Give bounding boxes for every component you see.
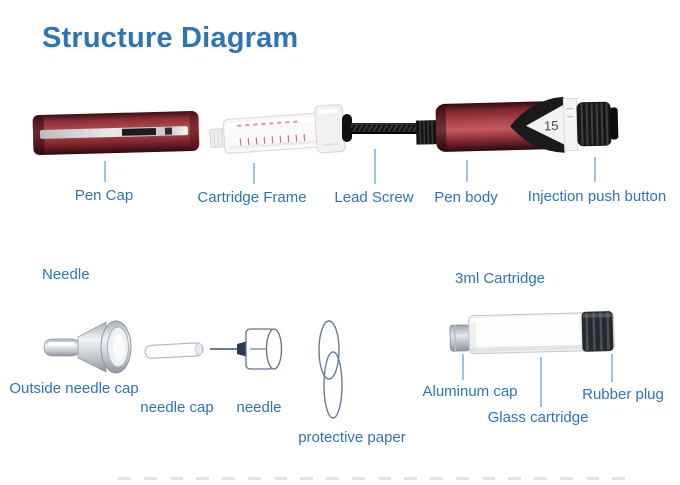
needle-label: needle — [236, 399, 282, 416]
needle-illustration — [210, 328, 283, 370]
leader-line — [374, 149, 376, 184]
cartridge-section-heading: 3ml Cartridge — [455, 270, 546, 287]
3ml-cartridge-illustration — [449, 311, 615, 355]
outside-needle-cap-illustration — [43, 320, 132, 374]
injection-push-button-label: Injection push button — [527, 188, 667, 205]
protective-paper-illustration — [318, 320, 343, 419]
leader-line — [466, 160, 468, 182]
needle-section-heading: Needle — [42, 266, 90, 283]
cartridge-frame-illustration — [209, 104, 346, 154]
needle-cap-illustration — [144, 342, 204, 359]
leader-line — [540, 357, 542, 407]
bottom-dashed-divider — [118, 477, 630, 480]
dose-window-value: 15 — [544, 118, 559, 133]
page-title: Structure Diagram — [42, 22, 299, 54]
aluminum-cap-label: Aluminum cap — [422, 383, 518, 400]
outside-needle-cap-label: Outside needle cap — [9, 380, 139, 397]
needle-cap-label: needle cap — [140, 399, 214, 416]
leader-line — [462, 354, 464, 380]
lead-screw-illustration — [342, 114, 431, 142]
leader-line — [611, 354, 613, 382]
rubber-plug-label: Rubber plug — [582, 386, 664, 403]
protective-paper-label: protective paper — [298, 429, 406, 446]
leader-line — [253, 163, 255, 184]
cartridge-frame-label: Cartridge Frame — [197, 189, 307, 206]
leader-line — [104, 161, 106, 182]
pen-body-illustration: 15 — [415, 96, 619, 153]
lead-screw-label: Lead Screw — [334, 189, 414, 206]
pen-body-label: Pen body — [434, 189, 498, 206]
pen-cap-label: Pen Cap — [74, 187, 134, 204]
glass-cartridge-label: Glass cartridge — [487, 409, 589, 426]
pen-cap-illustration — [32, 111, 200, 156]
leader-line — [594, 157, 596, 182]
